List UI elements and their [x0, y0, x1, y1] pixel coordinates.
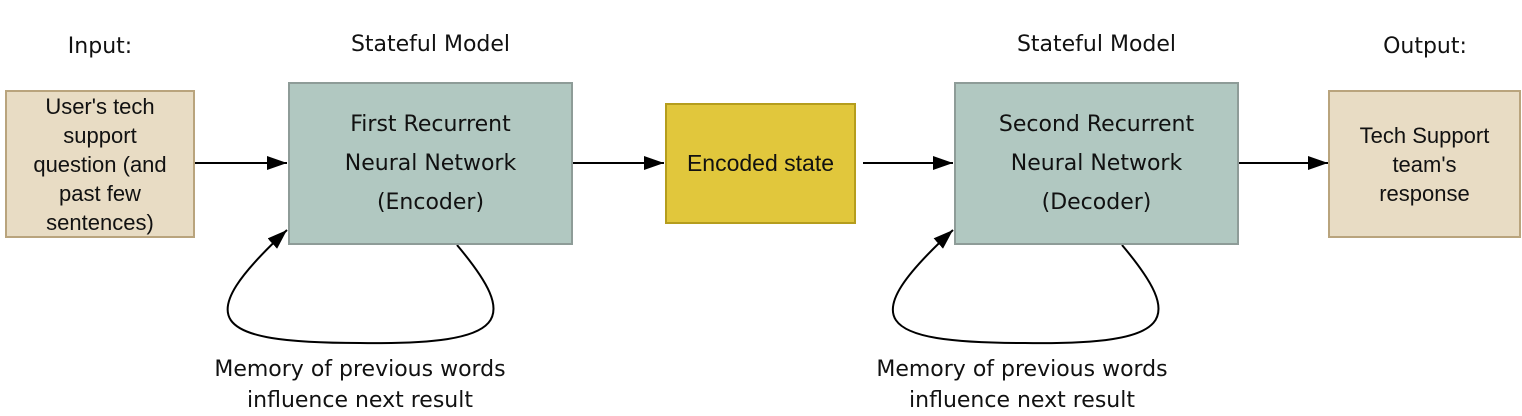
encoder-feedback-loop — [226, 229, 495, 345]
output-heading: Output: — [1383, 34, 1467, 59]
encoder-memory-note-line: Memory of previous words — [214, 357, 506, 382]
decoder-feedback-loop — [891, 229, 1160, 345]
input-box: User's tech support question (and past f… — [5, 90, 195, 238]
encoded-state-label: Encoded state — [686, 150, 835, 176]
output-line: Tech Support — [1359, 122, 1490, 148]
decoder-memory-note: Memory of previous words influence next … — [822, 354, 1222, 416]
output-box: Tech Support team's response — [1328, 90, 1521, 238]
output-line: team's — [1392, 151, 1457, 177]
decoder-box: Second Recurrent Neural Network (Decoder… — [954, 82, 1239, 245]
decoder-line: (Decoder) — [1041, 190, 1152, 215]
decoder-memory-note-line: Memory of previous words — [876, 357, 1168, 382]
decoder-memory-note-line: influence next result — [909, 388, 1135, 413]
input-line: support — [63, 122, 137, 148]
decoder-heading: Stateful Model — [1016, 32, 1177, 57]
encoder-line: (Encoder) — [376, 190, 485, 215]
input-heading: Input: — [67, 34, 133, 59]
input-line: sentences) — [46, 209, 154, 235]
encoder-memory-note-line: influence next result — [247, 388, 473, 413]
decoder-line: Neural Network — [1010, 151, 1183, 176]
encoder-line: First Recurrent — [350, 112, 511, 137]
input-line: past few — [59, 180, 141, 206]
encoder-line: Neural Network — [344, 151, 517, 176]
output-line: response — [1379, 180, 1470, 206]
input-line: question (and — [33, 151, 167, 177]
encoder-memory-note: Memory of previous words influence next … — [160, 354, 560, 416]
input-line: User's tech — [45, 93, 155, 119]
decoder-line: Second Recurrent — [998, 112, 1195, 137]
encoder-heading: Stateful Model — [350, 32, 511, 57]
encoder-box: First Recurrent Neural Network (Encoder) — [288, 82, 573, 245]
encoded-state-box: Encoded state — [665, 103, 856, 224]
